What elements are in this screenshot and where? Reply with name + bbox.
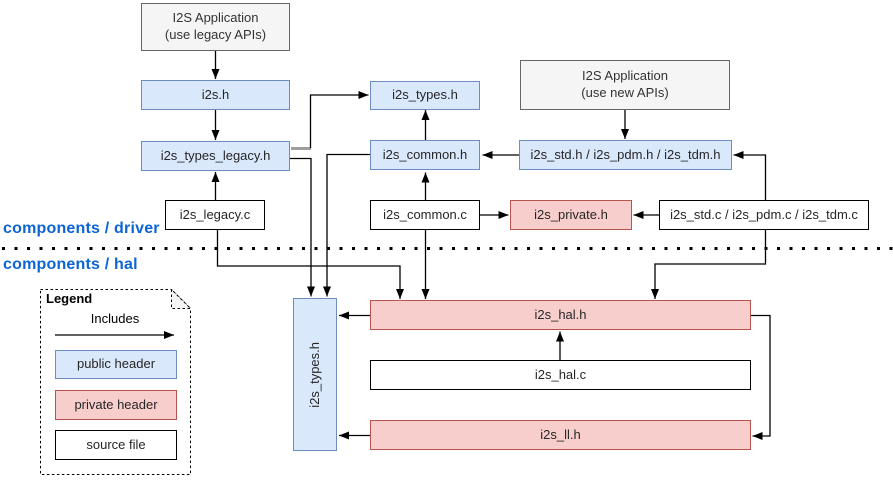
edge-types-legacy-to-hal-types [290,157,315,297]
legend-includes-label: Includes [90,311,140,326]
node-i2s-common-c: i2s_common.c [370,200,480,230]
legend-item-source-file: source file [55,430,177,460]
node-i2s-std-pdm-tdm-c: i2s_std.c / i2s_pdm.c / i2s_tdm.c [659,200,869,230]
node-label: i2s_types.h [306,341,322,408]
edge-legacy-c-to-hal-h [216,230,404,299]
node-i2s-application-new: I2S Application (use new APIs) [520,60,730,110]
edge-std-c-to-hal-h [651,230,767,299]
node-i2s-h: i2s.h [141,80,290,110]
node-i2s-hal-c: i2s_hal.c [370,360,751,390]
legend-item-private-header: private header [55,390,177,420]
node-label: (use legacy APIs) [164,27,267,42]
edge-std-c-to-std-h [733,151,767,200]
node-label: I2S Application [172,10,259,26]
legend-item-public-header: public header [55,350,177,379]
section-label-components-driver: components / driver [3,220,160,237]
legend-outline [40,288,192,475]
node-i2s-ll-h: i2s_ll.h [370,420,751,450]
node-label: I2S Application [581,68,668,84]
edge-hal-h-to-ll-h [751,314,771,440]
node-i2s-private-h: i2s_private.h [510,200,632,230]
edge-group [55,51,771,440]
node-i2s-types-h-hal: i2s_types.h [293,298,337,451]
node-i2s-hal-h: i2s_hal.h [370,300,751,330]
node-label: (use new APIs) [581,85,669,100]
section-label-components-hal: components / hal [3,256,138,273]
edge-common-h-to-hal-types [323,153,371,297]
node-i2s-legacy-c: i2s_legacy.c [165,200,265,230]
edge-types-legacy-to-types-h [309,91,369,148]
node-i2s-types-h-driver: i2s_types.h [370,81,480,110]
legend-title: Legend [46,291,93,306]
node-i2s-std-pdm-tdm-h: i2s_std.h / i2s_pdm.h / i2s_tdm.h [519,140,732,170]
node-i2s-common-h: i2s_common.h [370,140,480,170]
legend-fold-corner [171,288,192,309]
node-i2s-types-legacy-h: i2s_types_legacy.h [141,141,290,171]
node-i2s-application-legacy: I2S Application (use legacy APIs) [141,3,290,51]
